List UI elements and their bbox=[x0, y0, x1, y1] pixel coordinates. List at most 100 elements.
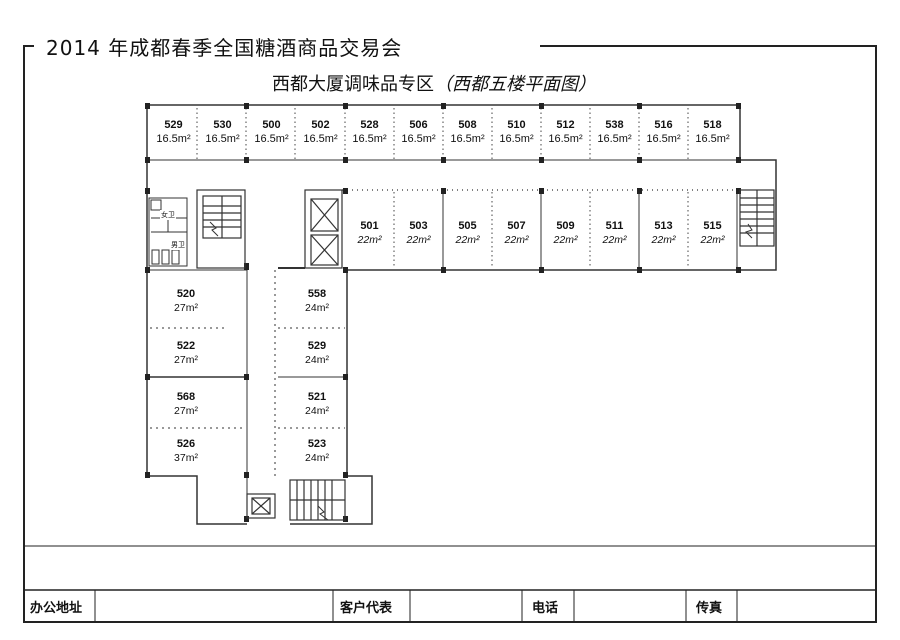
booth-area: 16.5m² bbox=[254, 133, 289, 145]
booth-number: 507 bbox=[507, 220, 526, 232]
booth-mid-3: 505 22m² bbox=[444, 219, 491, 247]
booth-top-5: 528 16.5m² bbox=[346, 118, 393, 146]
booth-mid-8: 515 22m² bbox=[689, 219, 736, 247]
booth-top-1: 529 16.5m² bbox=[150, 118, 197, 146]
booth-number: 509 bbox=[556, 220, 575, 232]
booth-number: 518 bbox=[703, 119, 722, 131]
booth-number: 558 bbox=[307, 288, 327, 300]
structural-columns bbox=[145, 103, 741, 522]
booth-top-2: 530 16.5m² bbox=[199, 118, 246, 146]
booth-top-7: 508 16.5m² bbox=[444, 118, 491, 146]
booth-number: 530 bbox=[213, 119, 232, 131]
booth-right-2: 529 24m² bbox=[280, 339, 354, 367]
booth-mid-6: 511 22m² bbox=[591, 219, 638, 247]
booth-area: 22m² bbox=[504, 234, 529, 246]
booth-area: 22m² bbox=[553, 234, 578, 246]
booth-area: 27m² bbox=[174, 302, 198, 314]
middle-row-partitions bbox=[393, 192, 689, 268]
booth-area: 27m² bbox=[174, 405, 198, 417]
building-outline bbox=[146, 104, 777, 525]
booth-area: 22m² bbox=[602, 234, 627, 246]
booth-area: 16.5m² bbox=[401, 133, 436, 145]
booth-number: 521 bbox=[307, 391, 327, 403]
booth-top-10: 538 16.5m² bbox=[591, 118, 638, 146]
booth-area: 24m² bbox=[305, 354, 329, 366]
booth-number: 500 bbox=[262, 119, 281, 131]
office-address-label: 办公地址 bbox=[30, 601, 83, 616]
booth-number: 515 bbox=[703, 220, 722, 232]
booth-left-3: 568 27m² bbox=[150, 390, 222, 418]
booth-number: 522 bbox=[176, 340, 196, 352]
phone-label: 电话 bbox=[532, 601, 559, 616]
booth-number: 510 bbox=[507, 119, 526, 131]
booth-area: 16.5m² bbox=[303, 133, 338, 145]
booth-area: 16.5m² bbox=[156, 133, 191, 145]
booth-top-9: 512 16.5m² bbox=[542, 118, 589, 146]
booth-area: 22m² bbox=[357, 234, 382, 246]
booth-number: 523 bbox=[307, 438, 327, 450]
booth-area: 24m² bbox=[305, 302, 329, 314]
booth-area: 37m² bbox=[174, 452, 198, 464]
booth-top-3: 500 16.5m² bbox=[248, 118, 295, 146]
booth-number: 528 bbox=[360, 119, 379, 131]
booth-number: 516 bbox=[654, 119, 673, 131]
booth-area: 22m² bbox=[700, 234, 725, 246]
booth-number: 538 bbox=[605, 119, 624, 131]
booth-number: 513 bbox=[654, 220, 673, 232]
booth-area: 16.5m² bbox=[205, 133, 240, 145]
booth-number: 568 bbox=[176, 391, 196, 403]
booth-number: 505 bbox=[458, 220, 477, 232]
booth-number: 529 bbox=[307, 340, 327, 352]
booth-number: 501 bbox=[360, 220, 379, 232]
booth-mid-4: 507 22m² bbox=[493, 219, 540, 247]
booth-number: 512 bbox=[556, 119, 575, 131]
booth-area: 22m² bbox=[651, 234, 676, 246]
booth-left-1: 520 27m² bbox=[150, 287, 222, 315]
client-rep-label: 客户代表 bbox=[340, 601, 393, 616]
booth-mid-5: 509 22m² bbox=[542, 219, 589, 247]
booth-mid-1: 501 22m² bbox=[346, 219, 393, 247]
booth-number: 503 bbox=[409, 220, 428, 232]
booth-area: 27m² bbox=[174, 354, 198, 366]
sheet-frame bbox=[23, 45, 877, 623]
booth-right-3: 521 24m² bbox=[280, 390, 354, 418]
booth-area: 16.5m² bbox=[548, 133, 583, 145]
booth-top-11: 516 16.5m² bbox=[640, 118, 687, 146]
booth-top-12: 518 16.5m² bbox=[689, 118, 736, 146]
subtitle-main: 西都大厦调味品专区 bbox=[272, 74, 434, 95]
booth-area: 16.5m² bbox=[646, 133, 681, 145]
booth-left-2: 522 27m² bbox=[150, 339, 222, 367]
booth-area: 16.5m² bbox=[597, 133, 632, 145]
booth-area: 22m² bbox=[455, 234, 480, 246]
stair-bottom bbox=[289, 479, 346, 521]
booth-number: 520 bbox=[176, 288, 196, 300]
booth-top-6: 506 16.5m² bbox=[395, 118, 442, 146]
men-restroom-label: 男卫 bbox=[170, 240, 186, 250]
booth-area: 24m² bbox=[305, 405, 329, 417]
booth-number: 502 bbox=[311, 119, 330, 131]
booth-area: 22m² bbox=[406, 234, 431, 246]
booth-mid-2: 503 22m² bbox=[395, 219, 442, 247]
page-subtitle: 西都大厦调味品专区（西都五楼平面图） bbox=[272, 70, 596, 96]
booth-number: 506 bbox=[409, 119, 428, 131]
elevator-bottom bbox=[246, 493, 276, 519]
booth-area: 16.5m² bbox=[499, 133, 534, 145]
booth-mid-7: 513 22m² bbox=[640, 219, 687, 247]
booth-number: 526 bbox=[176, 438, 196, 450]
booth-right-4: 523 24m² bbox=[280, 437, 354, 465]
booth-area: 16.5m² bbox=[695, 133, 730, 145]
booth-number: 511 bbox=[605, 220, 624, 232]
booth-number: 508 bbox=[458, 119, 477, 131]
stair-core-left bbox=[196, 189, 246, 269]
booth-number: 529 bbox=[164, 119, 183, 131]
women-restroom-label: 女卫 bbox=[160, 210, 176, 220]
restroom-block bbox=[148, 197, 188, 267]
subtitle-paren: （西都五楼平面图） bbox=[434, 74, 596, 95]
middle-row-walls bbox=[442, 192, 738, 268]
page-title: 2014 年成都春季全国糖酒商品交易会 bbox=[40, 32, 409, 61]
booth-area: 16.5m² bbox=[450, 133, 485, 145]
stair-core-right bbox=[739, 189, 775, 247]
booth-left-4: 526 37m² bbox=[150, 437, 222, 465]
booth-right-1: 558 24m² bbox=[280, 287, 354, 315]
